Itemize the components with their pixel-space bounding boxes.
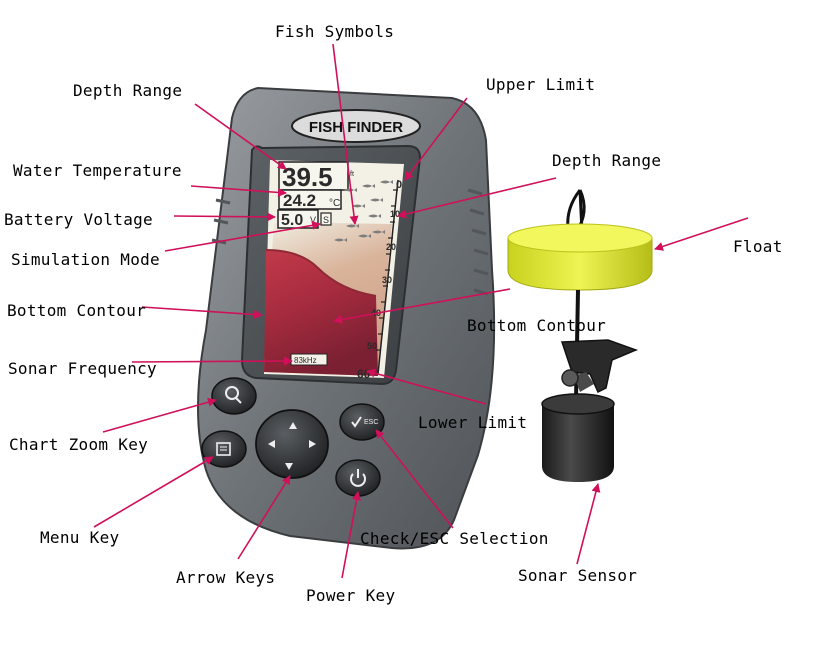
label-float: Float <box>733 237 783 256</box>
power-key[interactable] <box>335 459 381 497</box>
menu-key[interactable] <box>201 430 247 468</box>
arrow-depth-range-left <box>194 103 287 170</box>
arrow-menu-key <box>93 456 214 528</box>
arrow-bottom-contour-left <box>141 306 263 319</box>
scale-label-50: 50 <box>367 341 377 351</box>
brand-badge <box>291 109 421 143</box>
arrow-up-icon <box>289 422 297 429</box>
check-esc-key[interactable]: ESC <box>339 403 385 441</box>
label-bottom-contour-left: Bottom Contour <box>7 301 147 320</box>
arrow-arrow-keys <box>237 475 291 560</box>
label-arrow-keys: Arrow Keys <box>176 568 276 587</box>
svg-text:ESC: ESC <box>364 419 378 426</box>
arrow-fish-symbols <box>332 43 359 225</box>
arrow-float <box>654 217 749 251</box>
sensor-bracket <box>560 339 639 394</box>
label-upper-limit: Upper Limit <box>486 75 596 94</box>
simulation-box <box>320 212 332 226</box>
scale-label-0: 0 <box>396 179 402 191</box>
arrow-lower-limit <box>366 368 487 405</box>
sonar-frequency-value: 83kHz <box>294 356 317 365</box>
label-lower-limit: Lower Limit <box>418 413 528 432</box>
battery-value: 5.0 <box>281 212 303 229</box>
depth-scale-ticks <box>376 189 398 351</box>
label-battery-voltage: Battery Voltage <box>4 210 153 229</box>
sonar-sensor-body <box>542 404 614 482</box>
depth-unit: ft <box>350 171 354 178</box>
label-depth-range-right: Depth Range <box>552 151 662 170</box>
arrow-water-temp <box>190 185 287 197</box>
label-water-temperature: Water Temperature <box>13 161 182 180</box>
arrow-sonar-frequency <box>131 356 293 366</box>
check-icon <box>351 416 362 428</box>
keypad: ESC <box>201 377 385 497</box>
label-sonar-frequency: Sonar Frequency <box>8 359 157 378</box>
lcd-screen: 39.5 ft 24.2 °C 5.0 V S 83kHz 0 10 20 30… <box>264 160 404 381</box>
arrow-check-esc <box>375 429 454 529</box>
arrow-right-icon <box>309 440 316 448</box>
arrow-keys[interactable] <box>255 409 329 479</box>
temp-unit: °C <box>329 198 340 209</box>
label-check-esc: Check/ESC Selection <box>360 529 549 548</box>
scale-label-30: 30 <box>382 275 392 285</box>
arrow-power-key <box>341 491 361 579</box>
scale-label-60: 60 <box>357 367 371 381</box>
temperature-readout-box <box>278 189 342 210</box>
arrow-left-icon <box>268 440 275 448</box>
brand-text: FISH FINDER <box>309 119 403 136</box>
battery-unit: V <box>310 215 316 225</box>
arrow-upper-limit <box>404 97 468 181</box>
arrow-down-icon <box>285 463 293 470</box>
arrow-battery <box>173 212 276 222</box>
label-power-key: Power Key <box>306 586 396 605</box>
arrow-chart-zoom <box>102 397 217 433</box>
depth-range-value: 39.5 <box>282 162 333 192</box>
arrow-bottom-contour-right <box>333 288 511 324</box>
float-assembly <box>507 189 653 482</box>
label-fish-symbols: Fish Symbols <box>275 22 395 41</box>
simulation-indicator: S <box>323 215 329 225</box>
water-temp-value: 24.2 <box>283 191 316 210</box>
label-depth-range-left: Depth Range <box>73 81 183 100</box>
label-menu-key: Menu Key <box>40 528 120 547</box>
menu-icon <box>216 442 231 456</box>
float-top <box>507 223 653 253</box>
label-chart-zoom-key: Chart Zoom Key <box>9 435 149 454</box>
label-sonar-sensor: Sonar Sensor <box>518 566 638 585</box>
arrow-sonar-sensor <box>576 483 601 565</box>
power-icon <box>350 473 366 487</box>
zoom-icon <box>225 386 239 400</box>
chart-zoom-key[interactable] <box>211 377 257 415</box>
scale-label-10: 10 <box>390 209 400 219</box>
label-simulation-mode: Simulation Mode <box>11 250 160 269</box>
bottom-contour-graphic <box>264 250 378 376</box>
label-bottom-contour-right: Bottom Contour <box>467 316 607 335</box>
arrow-simulation <box>164 220 321 252</box>
scale-label-20: 20 <box>386 242 396 252</box>
arrow-depth-range-right <box>397 177 557 219</box>
leader-arrows <box>93 43 749 579</box>
